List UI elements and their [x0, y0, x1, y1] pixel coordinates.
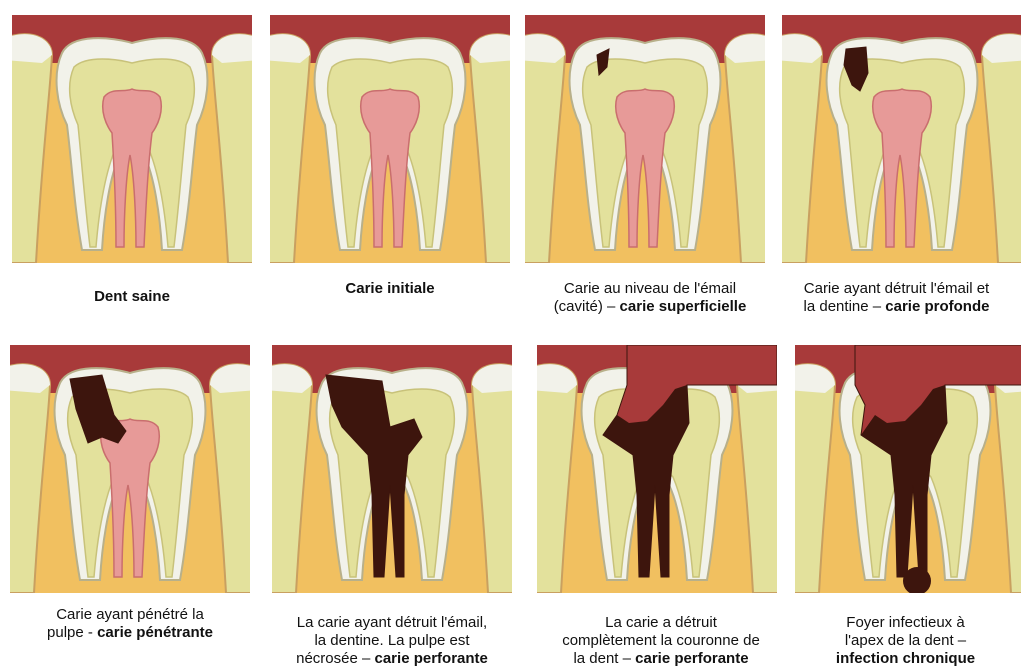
- caption-1-bold: Dent saine: [94, 288, 170, 305]
- tooth-panel-7: [537, 345, 777, 593]
- apical-infection-tooth-icon: [795, 345, 1021, 593]
- caption-3-line1: Carie au niveau de l'émail: [520, 280, 780, 298]
- caption-3: Carie au niveau de l'émail (cavité) – ca…: [520, 280, 780, 316]
- caption-1: Dent saine: [12, 288, 252, 306]
- penetrating-caries-tooth-icon: [10, 345, 250, 593]
- caption-5-bold: carie pénétrante: [97, 624, 213, 641]
- tooth-panel-1: [12, 15, 252, 263]
- enamel-caries-tooth-icon: [525, 15, 765, 263]
- caption-3-line2: (cavité) –: [554, 298, 620, 315]
- caption-6-line1: La carie ayant détruit l'émail,: [258, 614, 526, 632]
- tooth-panel-8: [795, 345, 1021, 593]
- tooth-panel-6: [272, 345, 512, 593]
- tooth-panel-5: [10, 345, 250, 593]
- caption-4: Carie ayant détruit l'émail et la dentin…: [772, 280, 1021, 316]
- caption-2: Carie initiale: [270, 280, 510, 298]
- caption-7-line3: la dent –: [573, 650, 635, 667]
- destroyed-crown-tooth-icon: [537, 345, 777, 593]
- perforating-caries-tooth-icon: [272, 345, 512, 593]
- caption-8-line1: Foyer infectieux à: [790, 614, 1021, 632]
- caption-5-line2: pulpe -: [47, 624, 97, 641]
- caption-7-line1: La carie a détruit: [530, 614, 792, 632]
- caption-4-line1: Carie ayant détruit l'émail et: [772, 280, 1021, 298]
- caption-5: Carie ayant pénétré la pulpe - carie pén…: [5, 606, 255, 642]
- caption-2-bold: Carie initiale: [345, 280, 434, 297]
- tooth-panel-3: [525, 15, 765, 263]
- caption-4-bold: carie profonde: [885, 298, 989, 315]
- caption-6: La carie ayant détruit l'émail, la denti…: [258, 614, 526, 668]
- initial-caries-tooth-icon: [270, 15, 510, 263]
- tooth-panel-4: [782, 15, 1021, 263]
- deep-caries-tooth-icon: [782, 15, 1021, 263]
- caption-7-line2: complètement la couronne de: [530, 632, 792, 650]
- caption-6-line3: nécrosée –: [296, 650, 374, 667]
- caption-4-line2: la dentine –: [804, 298, 886, 315]
- caption-3-bold: carie superficielle: [620, 298, 747, 315]
- caption-6-line2: la dentine. La pulpe est: [258, 632, 526, 650]
- caption-8-bold: infection chronique: [836, 650, 975, 667]
- caption-7: La carie a détruit complètement la couro…: [530, 614, 792, 668]
- caption-5-line1: Carie ayant pénétré la: [5, 606, 255, 624]
- tooth-panel-2: [270, 15, 510, 263]
- healthy-tooth-icon: [12, 15, 252, 263]
- caption-8-line2: l'apex de la dent –: [790, 632, 1021, 650]
- caption-8: Foyer infectieux à l'apex de la dent – i…: [790, 614, 1021, 668]
- caption-7-bold: carie perforante: [635, 650, 748, 667]
- caption-6-bold: carie perforante: [375, 650, 488, 667]
